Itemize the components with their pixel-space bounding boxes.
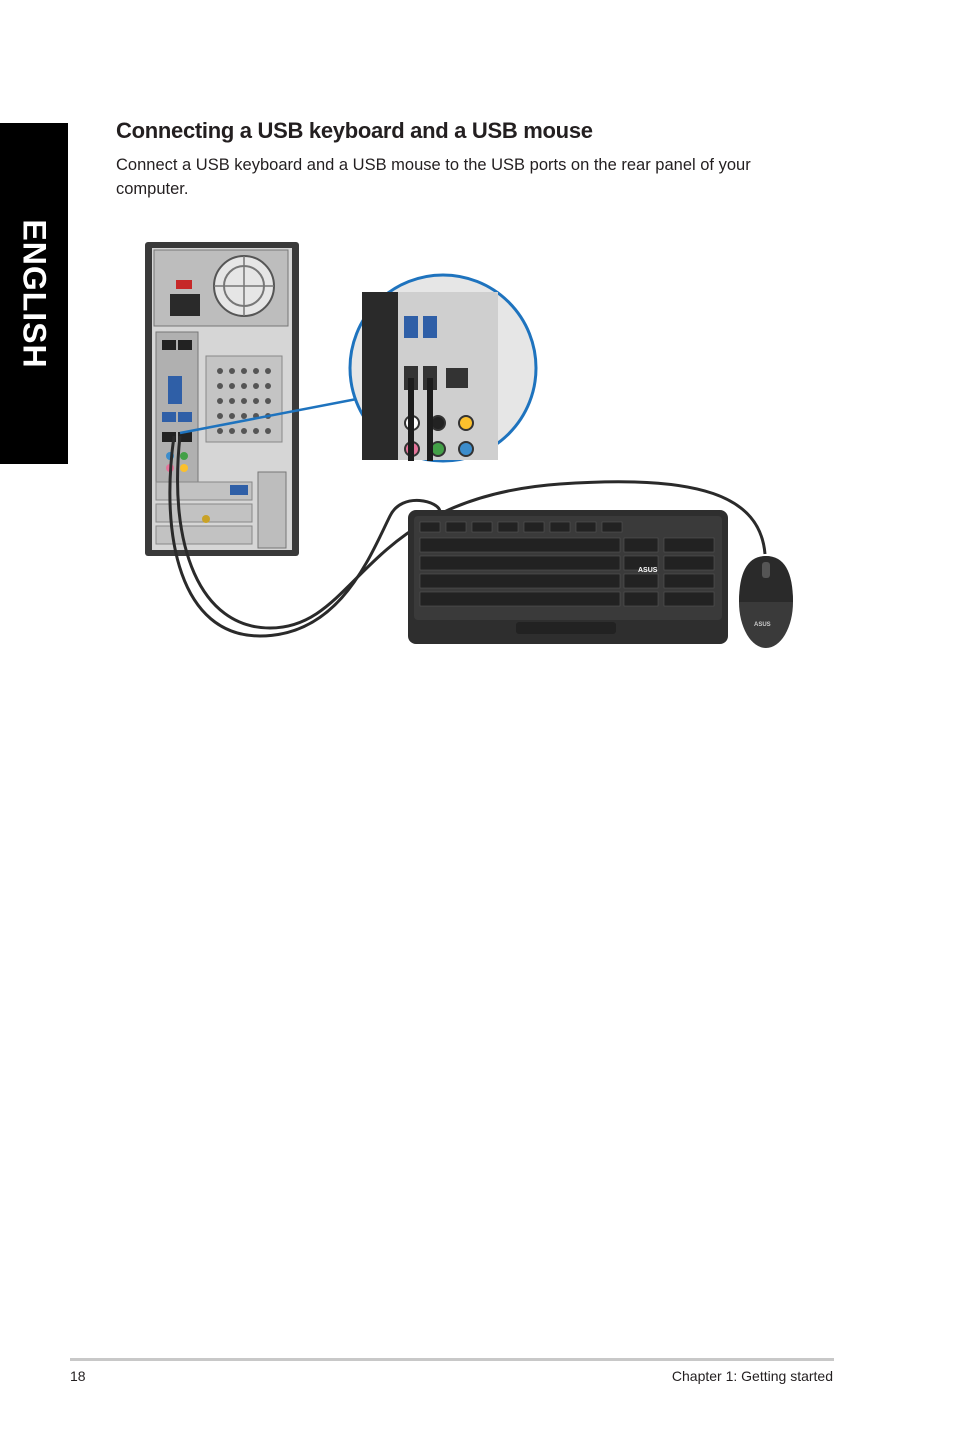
usb-connection-illustration: ASUS ASUS [145,242,793,648]
chapter-label: Chapter 1: Getting started [671,1368,833,1384]
mouse-logo: ASUS [754,622,771,628]
section-title: Connecting a USB keyboard and a USB mous… [116,118,593,143]
usb-cables [168,435,767,638]
section-body: Connect a USB keyboard and a USB mouse t… [116,156,751,198]
usb-keyboard: ASUS [408,510,728,644]
keyboard-logo: ASUS [638,567,658,574]
usb-port-callout [348,273,538,463]
footer-rule [70,1358,834,1361]
computer-rear-panel [145,242,299,556]
language-side-tab: ENGLISH [0,123,68,464]
callout-leader-line [179,396,363,435]
language-label: ENGLISH [16,218,53,369]
usb-mouse: ASUS [739,556,793,648]
page-number: 18 [70,1368,86,1384]
